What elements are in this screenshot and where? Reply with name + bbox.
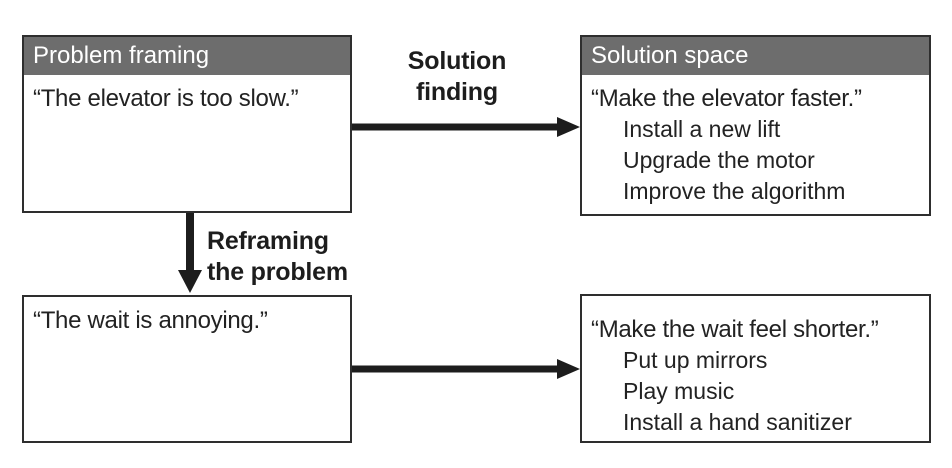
solution-finding-label: Solution finding	[372, 46, 542, 108]
problem-framing-header: Problem framing	[24, 37, 350, 75]
reframed-problem-box: “The wait is annoying.”	[22, 295, 352, 443]
list-item: Install a new lift	[623, 116, 781, 142]
list-item: Improve the algorithm	[623, 178, 846, 204]
label-line: the problem	[207, 258, 348, 286]
list-item: Upgrade the motor	[623, 147, 815, 173]
solution-finding-arrow-icon	[352, 117, 580, 137]
list-item: Put up mirrors	[623, 347, 768, 373]
label-line: Solution	[407, 47, 507, 75]
solution-quote: “Make the elevator faster.”	[591, 85, 862, 112]
label-line: finding	[416, 78, 498, 106]
new-solution-space-body: “Make the wait feel shorter.” Put up mir…	[582, 296, 929, 438]
solution-space-header: Solution space	[582, 37, 929, 75]
label-line: Reframing	[207, 227, 329, 255]
reframed-quote: “The wait is annoying.”	[33, 307, 268, 334]
solution-item-list: Install a new lift Upgrade the motor Imp…	[591, 114, 921, 207]
solution-space-body: “Make the elevator faster.” Install a ne…	[582, 75, 929, 207]
problem-framing-body: “The elevator is too slow.”	[24, 75, 350, 114]
new-solution-arrow-icon	[352, 359, 580, 379]
new-solution-space-box: “Make the wait feel shorter.” Put up mir…	[580, 294, 931, 443]
list-item: Install a hand sanitizer	[623, 409, 852, 435]
new-solution-quote: “Make the wait feel shorter.”	[591, 316, 879, 343]
reframing-label: Reframing the problem	[207, 226, 348, 288]
solution-space-box: Solution space “Make the elevator faster…	[580, 35, 931, 216]
reframed-problem-body: “The wait is annoying.”	[24, 297, 350, 336]
problem-framing-box: Problem framing “The elevator is too slo…	[22, 35, 352, 213]
new-solution-item-list: Put up mirrors Play music Install a hand…	[591, 345, 921, 438]
problem-quote: “The elevator is too slow.”	[33, 85, 299, 112]
reframing-arrow-icon	[178, 213, 202, 293]
list-item: Play music	[623, 378, 735, 404]
